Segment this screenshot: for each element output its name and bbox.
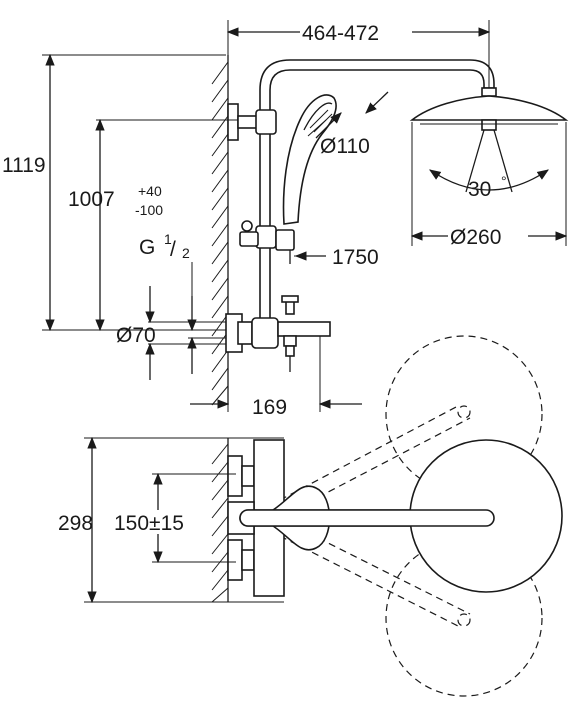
thread-denominator: 2 bbox=[182, 245, 190, 261]
width-range-label: 464-472 bbox=[302, 22, 379, 45]
mixer-depth-label: 298 bbox=[58, 512, 93, 535]
wall-bracket bbox=[227, 103, 239, 141]
wall-hatching-top bbox=[211, 438, 229, 603]
thread-label: G bbox=[139, 236, 155, 259]
projection-label: 169 bbox=[252, 396, 287, 419]
thermostat-mixer bbox=[225, 295, 331, 372]
front-view: Ø110 30 ° Ø260 464-472 bbox=[2, 19, 569, 419]
outlet-tol-minus: -100 bbox=[135, 202, 163, 218]
rosette-diameter-label: Ø70 bbox=[116, 324, 156, 347]
top-view: 298 150±15 bbox=[58, 335, 563, 697]
total-height-label: 1119 bbox=[2, 154, 46, 177]
shower-head bbox=[409, 87, 569, 131]
slider-height-label: 1750 bbox=[332, 246, 379, 269]
spray-angle-unit: ° bbox=[501, 173, 507, 189]
thread-numerator: 1 bbox=[164, 231, 172, 247]
connection-spacing-label: 150±15 bbox=[114, 512, 184, 535]
slider bbox=[255, 225, 277, 249]
thread-slash: / bbox=[170, 238, 176, 261]
outlet-height-label: 1007 bbox=[68, 188, 115, 211]
outlet-tol-plus: +40 bbox=[138, 183, 162, 199]
handshower-diameter-label: Ø110 bbox=[320, 135, 370, 158]
spray-angle-label: 30 bbox=[468, 178, 491, 201]
head-diameter-label: Ø260 bbox=[450, 226, 501, 249]
hand-shower bbox=[282, 94, 337, 225]
